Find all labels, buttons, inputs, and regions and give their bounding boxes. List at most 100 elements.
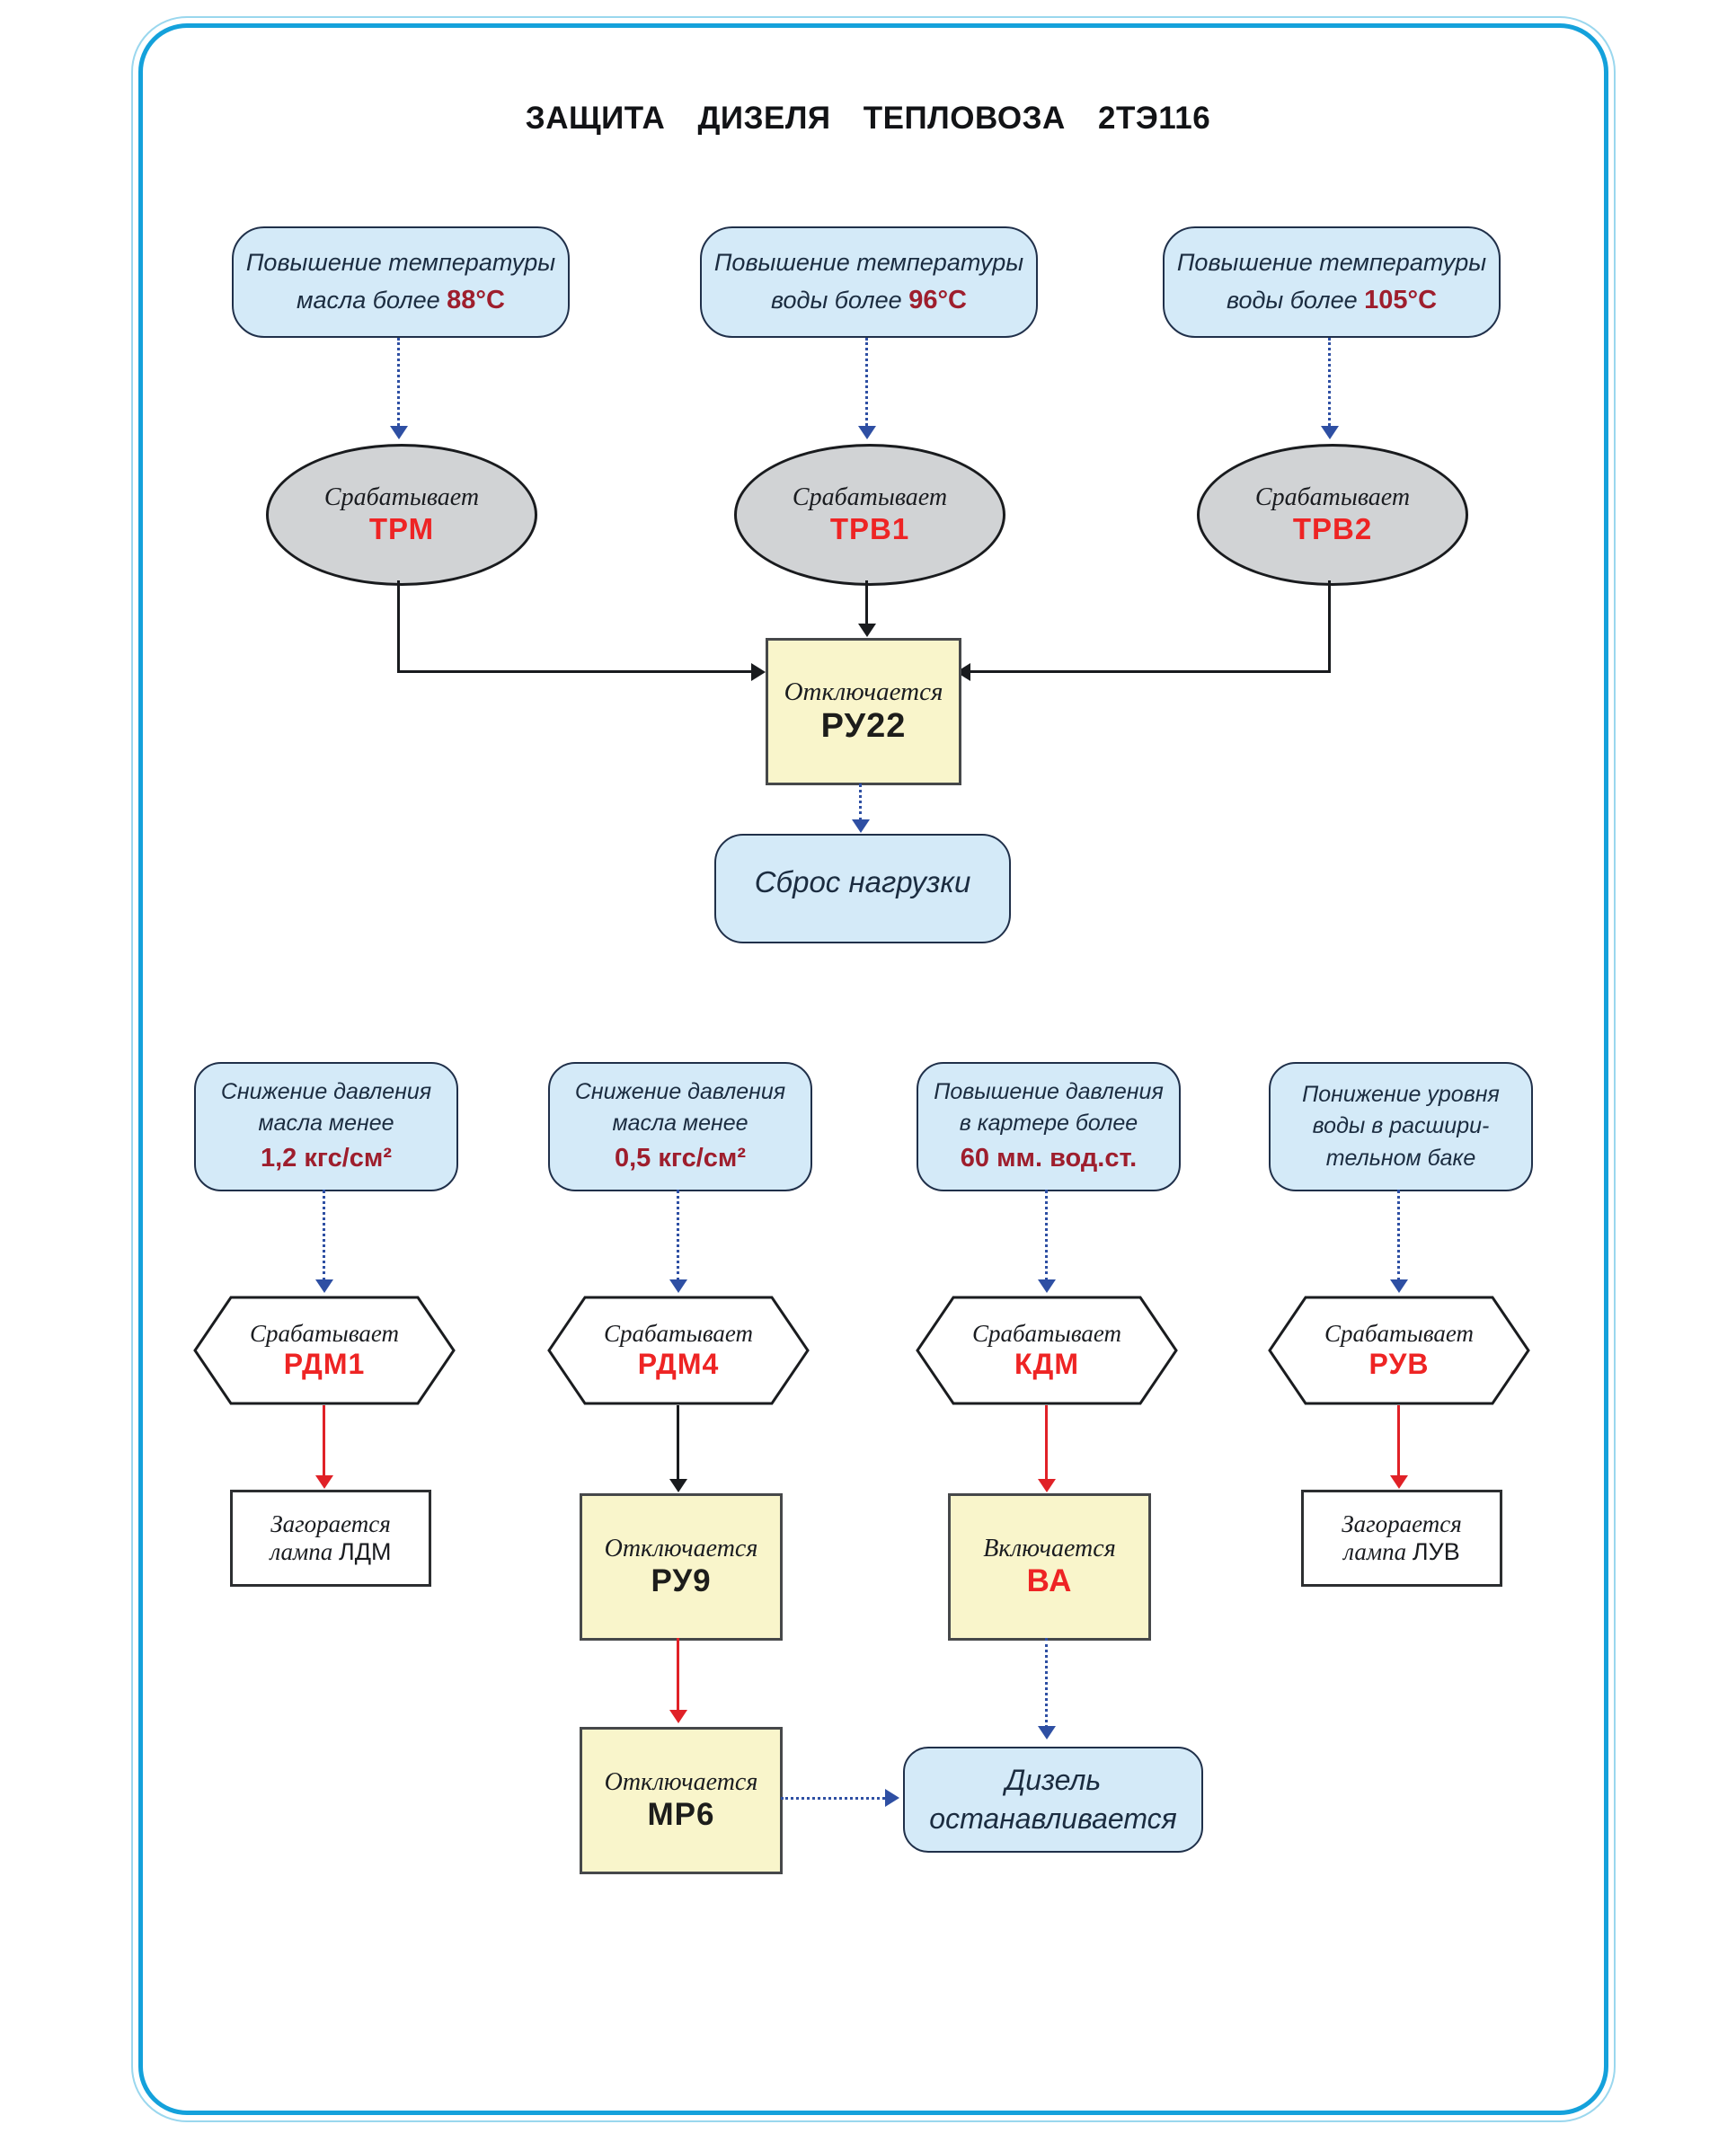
result-ru22-box: Отключается РУ22 bbox=[766, 638, 961, 785]
outcome-load-shed-label: Сброс нагрузки bbox=[754, 865, 971, 898]
cause-oil-press-05-line2: масла менее bbox=[612, 1111, 748, 1137]
arrow-va-to-stop-line bbox=[1045, 1638, 1048, 1728]
relay-trm-action: Срабатывает bbox=[323, 483, 480, 511]
cause-oil-press-12-box: Снижение давления масла менее 1,2 кгс/см… bbox=[194, 1062, 458, 1191]
cause-oil-temp-value: 88°С bbox=[447, 285, 505, 314]
effect-mr6-name: МР6 bbox=[647, 1797, 715, 1832]
sensor-ruv-labels: Срабатывает РУВ bbox=[1268, 1296, 1530, 1405]
cause-water-temp-96-box: Повышение температуры воды более 96°С bbox=[700, 226, 1038, 338]
result-ru22-action: Отключается bbox=[784, 677, 943, 706]
sensor-rdm4-hexagon-shape bbox=[547, 1296, 810, 1405]
arrow-ru22-to-outcome-head bbox=[852, 819, 870, 833]
relay-trv1-action: Срабатывает bbox=[792, 483, 948, 511]
sensor-rdm4-action: Срабатывает bbox=[603, 1320, 754, 1347]
arrow-mr6-to-stop-line bbox=[781, 1797, 885, 1800]
arrow-ru9-to-mr6-head bbox=[669, 1710, 687, 1723]
outcome-diesel-stop-line1: Дизель bbox=[1005, 1763, 1102, 1796]
arrow-cause4-to-ruv-line bbox=[1397, 1190, 1400, 1281]
sensor-rdm1-name: РДМ1 bbox=[283, 1348, 366, 1380]
sensor-rdm4-labels: Срабатывает РДМ4 bbox=[547, 1296, 810, 1405]
lamp-luv-line2: лампа ЛУВ bbox=[1343, 1538, 1460, 1565]
arrow-cause3-to-kdm-head bbox=[1038, 1279, 1056, 1293]
arrow-rdm1-to-lampldm-head bbox=[315, 1475, 333, 1489]
outcome-load-shed-box: Сброс нагрузки bbox=[714, 834, 1011, 943]
cause-oil-temp-line2: масла более 88°С bbox=[297, 285, 505, 314]
connector-trm-horizontal bbox=[397, 670, 751, 673]
lamp-ldm-box: Загорается лампа ЛДМ bbox=[230, 1490, 431, 1587]
sensor-rdm4-hexagon: Срабатывает РДМ4 bbox=[547, 1296, 810, 1405]
cause-oil-press-12-value: 1,2 кгс/см² bbox=[260, 1143, 392, 1173]
arrow-cause2-to-rdm4-line bbox=[677, 1190, 679, 1281]
arrow-rdm4-to-ru9-line bbox=[677, 1405, 679, 1481]
connector-trv2-vertical bbox=[1328, 580, 1331, 672]
cause-water-level-line3: тельном баке bbox=[1325, 1145, 1476, 1171]
connector-trv2-horizontal bbox=[970, 670, 1331, 673]
arrow-oiltemp-to-trm-head bbox=[390, 426, 408, 439]
arrow-trv1-to-ru22-head bbox=[858, 624, 876, 637]
sensor-rdm1-hexagon: Срабатывает РДМ1 bbox=[193, 1296, 456, 1405]
lamp-luv-name: ЛУВ bbox=[1412, 1538, 1460, 1565]
lamp-ldm-line2: лампа ЛДМ bbox=[270, 1538, 392, 1565]
sensor-kdm-labels: Срабатывает КДМ bbox=[916, 1296, 1178, 1405]
relay-trv2-name: ТРВ2 bbox=[1292, 512, 1373, 545]
cause-oil-press-12-line1: Снижение давления bbox=[220, 1078, 432, 1104]
arrow-trm-to-ru22-head bbox=[751, 663, 766, 681]
connector-trm-vertical bbox=[397, 580, 400, 672]
cause-water-level-line2: воды в расшири- bbox=[1312, 1113, 1490, 1139]
sensor-ruv-name: РУВ bbox=[1368, 1348, 1430, 1380]
lamp-ldm-line1: Загорается bbox=[270, 1510, 391, 1537]
cause-water-level-line1: Понижение уровня bbox=[1302, 1081, 1500, 1107]
relay-trv1-ellipse: Срабатывает ТРВ1 bbox=[734, 444, 1005, 586]
relay-trm-name: ТРМ bbox=[368, 512, 435, 545]
cause-crankcase-press-box: Повышение давления в картере более 60 мм… bbox=[917, 1062, 1181, 1191]
sensor-rdm1-action: Срабатывает bbox=[249, 1320, 400, 1347]
effect-va-name: ВА bbox=[1026, 1563, 1073, 1598]
effect-va-action: Включается bbox=[983, 1535, 1116, 1562]
arrow-oiltemp-to-trm-line bbox=[397, 338, 400, 426]
arrow-ruv-to-lampluv-head bbox=[1390, 1475, 1408, 1489]
arrow-cause1-to-rdm1-line bbox=[323, 1190, 325, 1281]
effect-ru9-name: РУ9 bbox=[651, 1563, 712, 1598]
lamp-ldm-name: ЛДМ bbox=[339, 1538, 392, 1565]
sensor-ruv-hexagon: Срабатывает РУВ bbox=[1268, 1296, 1530, 1405]
sensor-kdm-name: КДМ bbox=[1014, 1348, 1079, 1380]
sensor-ruv-action: Срабатывает bbox=[1324, 1320, 1475, 1347]
cause-water-temp-105-line1: Повышение температуры bbox=[1176, 249, 1487, 276]
cause-oil-press-05-box: Снижение давления масла менее 0,5 кгс/см… bbox=[548, 1062, 812, 1191]
cause-water-temp-105-line2: воды более 105°С bbox=[1226, 285, 1438, 314]
sensor-rdm1-hexagon-shape bbox=[193, 1296, 456, 1405]
arrow-watertemp105-to-trv2-line bbox=[1328, 338, 1331, 426]
arrow-ru9-to-mr6-line bbox=[677, 1638, 679, 1712]
arrow-watertemp105-to-trv2-head bbox=[1321, 426, 1339, 439]
cause-oil-press-12-line2: масла менее bbox=[258, 1111, 394, 1137]
cause-oil-press-05-value: 0,5 кгс/см² bbox=[614, 1143, 746, 1173]
cause-crankcase-press-line2: в картере более bbox=[959, 1111, 1138, 1137]
effect-ru9-action: Отключается bbox=[604, 1535, 758, 1562]
result-ru22-name: РУ22 bbox=[820, 707, 907, 745]
effect-va-box: Включается ВА bbox=[948, 1493, 1151, 1641]
cause-oil-temp-box: Повышение температуры масла более 88°С bbox=[232, 226, 570, 338]
cause-crankcase-press-line1: Повышение давления bbox=[934, 1078, 1164, 1104]
arrow-cause3-to-kdm-line bbox=[1045, 1190, 1048, 1281]
arrow-kdm-to-va-head bbox=[1038, 1479, 1056, 1492]
arrow-rdm4-to-ru9-head bbox=[669, 1479, 687, 1492]
sensor-ruv-hexagon-shape bbox=[1268, 1296, 1530, 1405]
relay-trm-ellipse: Срабатывает ТРМ bbox=[266, 444, 537, 586]
cause-water-temp-105-value: 105°С bbox=[1364, 285, 1438, 314]
arrow-ru22-to-outcome-line bbox=[859, 783, 862, 821]
page-title: ЗАЩИТА ДИЗЕЛЯ ТЕПЛОВОЗА 2ТЭ116 bbox=[525, 101, 1211, 136]
effect-mr6-action: Отключается bbox=[604, 1768, 758, 1796]
arrow-rdm1-to-lampldm-line bbox=[323, 1405, 325, 1477]
cause-crankcase-press-value: 60 мм. вод.ст. bbox=[960, 1143, 1138, 1173]
cause-water-temp-105-box: Повышение температуры воды более 105°С bbox=[1163, 226, 1501, 338]
sensor-kdm-hexagon-shape bbox=[916, 1296, 1178, 1405]
arrow-kdm-to-va-line bbox=[1045, 1405, 1048, 1481]
connector-trv1-vertical bbox=[865, 580, 868, 625]
cause-water-level-box: Понижение уровня воды в расшири- тельном… bbox=[1269, 1062, 1533, 1191]
arrow-cause1-to-rdm1-head bbox=[315, 1279, 333, 1293]
arrow-watertemp96-to-trv1-line bbox=[865, 338, 868, 426]
relay-trv2-action: Срабатывает bbox=[1254, 483, 1411, 511]
effect-mr6-box: Отключается МР6 bbox=[580, 1727, 783, 1874]
outcome-diesel-stop-line2: останавливается bbox=[929, 1802, 1177, 1835]
